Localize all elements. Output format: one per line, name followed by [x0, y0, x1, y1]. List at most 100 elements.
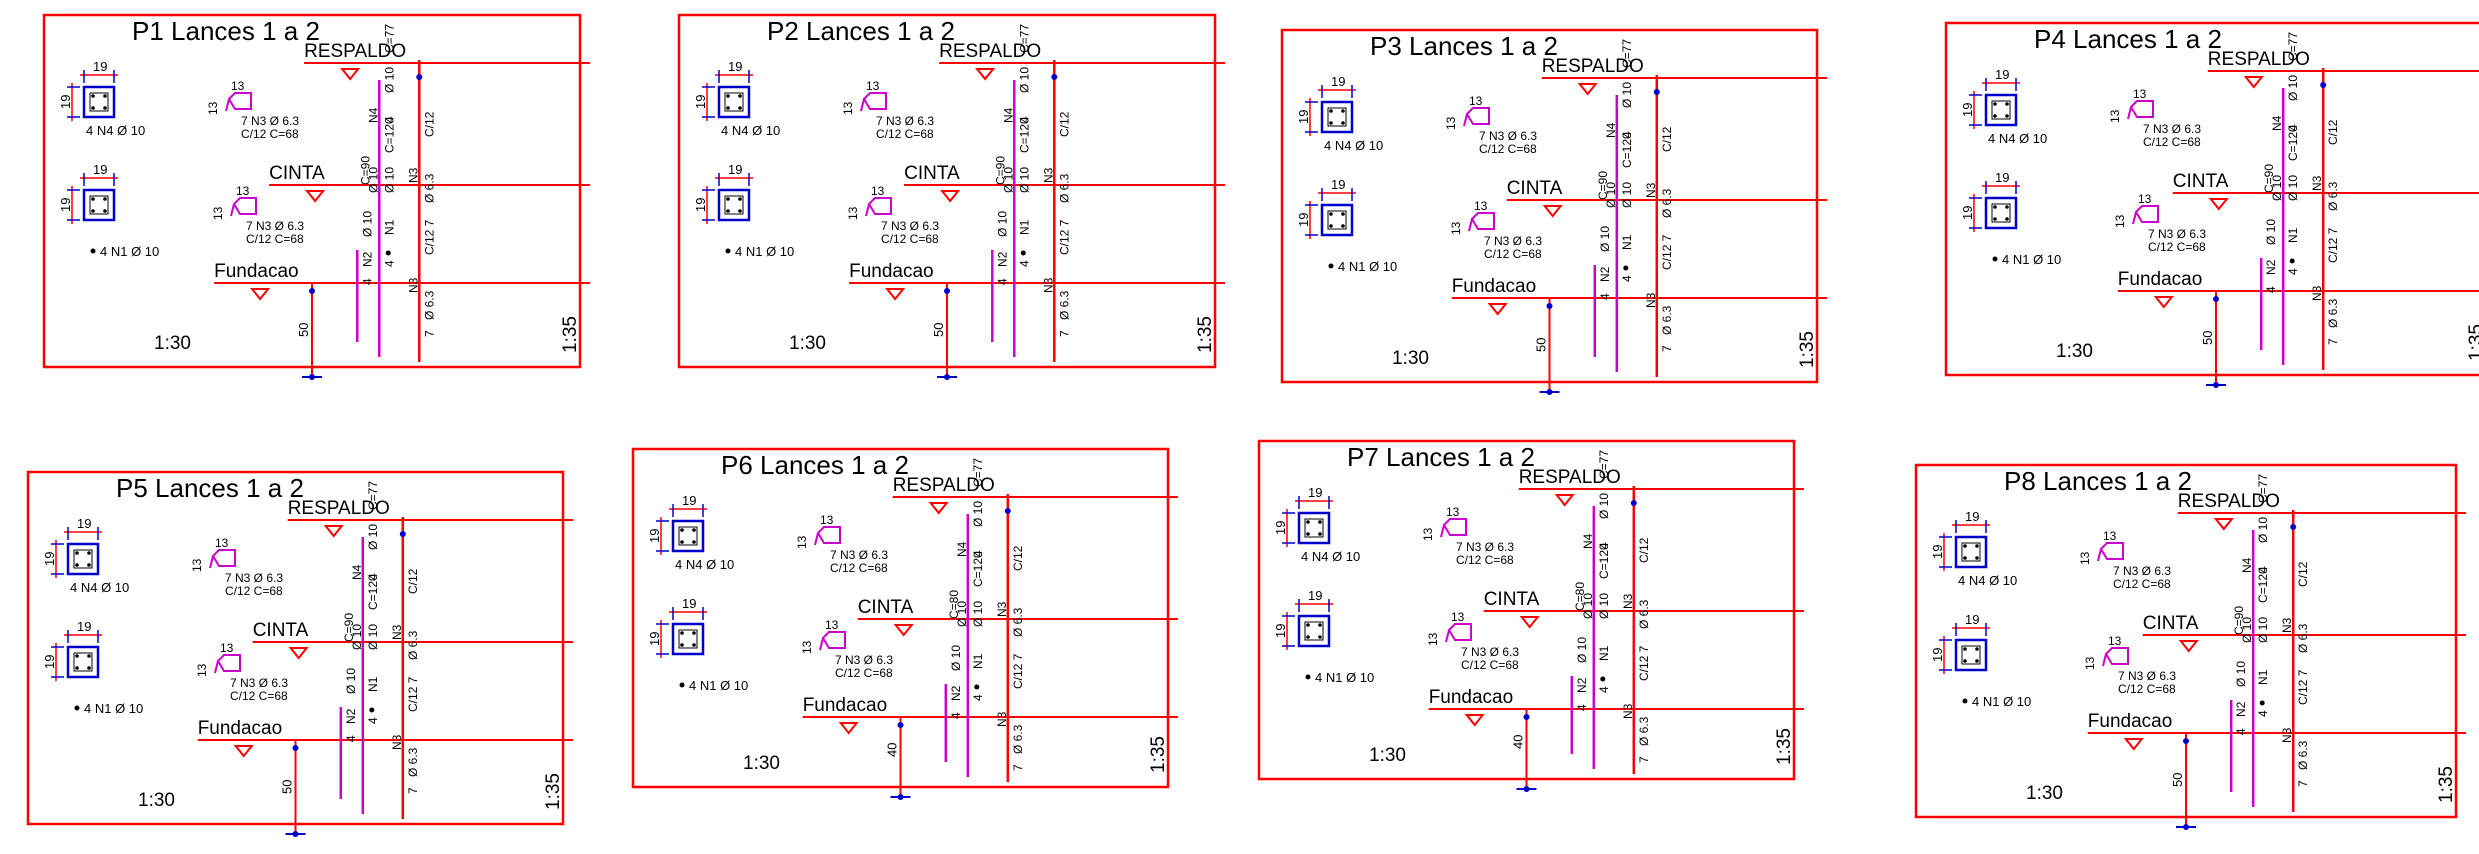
column-section-inner — [1304, 621, 1324, 641]
stirrup-spacing: C/12 C=68 — [2143, 135, 2201, 149]
rebar-dot — [1975, 544, 1979, 548]
phi63-label: Ø 6.3 — [1637, 599, 1651, 629]
fundacao-label: Fundacao — [1452, 276, 1537, 297]
four-label: 4 — [1597, 686, 1611, 693]
phi63-label: Ø 6.3 — [1637, 716, 1651, 746]
rebar-dot — [1329, 224, 1333, 228]
rebar-mark — [1623, 265, 1629, 271]
n3-label: N3 — [995, 711, 1009, 727]
stirrup-shape — [1445, 623, 1472, 643]
foundation-dot — [2213, 296, 2219, 302]
n1-bar-label: N1 — [366, 676, 380, 692]
fundacao-label: Fundacao — [849, 261, 934, 282]
seven-label: 7 — [406, 787, 420, 794]
phi63-label: Ø 6.3 — [422, 290, 436, 320]
stirrup-dim: 13 — [195, 663, 209, 677]
rebar-dot — [1963, 556, 1967, 560]
section-dim-left: 19 — [1930, 648, 1945, 662]
anchor-length: 50 — [296, 323, 311, 337]
column-section — [82, 85, 116, 119]
stirrup-dim: 13 — [2108, 634, 2122, 648]
four-label: 4 — [366, 717, 380, 724]
n2-label: N2 — [1598, 266, 1612, 282]
column-section — [82, 188, 116, 222]
rebar-dot — [1993, 114, 1997, 118]
section-dim-top: 19 — [682, 493, 696, 508]
rebar-dot — [2005, 114, 2009, 118]
phi10-label: Ø 10 — [1575, 637, 1589, 663]
n3-label: N3 — [1644, 182, 1658, 198]
stirrup-spacing: C/12 C=68 — [876, 127, 934, 141]
panel-title: P3 Lances 1 a 2 — [1370, 31, 1558, 61]
cinta-triangle — [2178, 640, 2199, 653]
c120-label: C=120 — [382, 117, 396, 153]
cinta-triangle — [940, 190, 961, 203]
foundation-dot — [944, 288, 950, 294]
fundacao-label: Fundacao — [803, 695, 888, 716]
rebar-dot — [1306, 635, 1310, 639]
rebar-dot — [1306, 532, 1310, 536]
panel-title: P7 Lances 1 a 2 — [1347, 442, 1535, 472]
phi10-label: Ø 10 — [1581, 593, 1595, 619]
scale-left: 1:30 — [2026, 783, 2063, 804]
foundation-dot — [309, 288, 315, 294]
phi10-label: Ø 10 — [1598, 226, 1612, 252]
respaldo-label: RESPALDO — [2208, 49, 2310, 70]
four-label: 4 — [949, 712, 963, 719]
rebar-dot — [91, 94, 95, 98]
stirrup-shape — [2132, 205, 2159, 225]
seven-label: 7 — [422, 330, 436, 337]
section-dim-top: 19 — [77, 516, 91, 531]
rebar-dot — [91, 209, 95, 213]
fundacao-triangle — [885, 288, 906, 301]
foundation-dot — [2183, 824, 2189, 830]
foundation-dot — [292, 831, 299, 837]
n3-label: N3 — [2310, 175, 2324, 191]
c120-label: C=120 — [2256, 567, 2270, 603]
n2-label: N2 — [344, 708, 358, 724]
seven-label: 7 — [2326, 338, 2340, 345]
cinta-label: CINTA — [904, 163, 960, 184]
scale-right: 1:35 — [1195, 316, 1216, 353]
respaldo-label: RESPALDO — [2178, 491, 2280, 512]
column-section — [66, 542, 100, 576]
respaldo-label: RESPALDO — [939, 41, 1041, 62]
stirrup-shape — [225, 92, 252, 112]
fundacao-triangle — [1487, 303, 1508, 316]
four-label: 4 — [971, 550, 985, 557]
stirrup-spec: 7 N3 Ø 6.3 — [2143, 122, 2201, 136]
phi10-label: Ø 10 — [2270, 175, 2284, 201]
column-section — [717, 85, 751, 119]
cinta-length: C=90 — [993, 156, 1007, 185]
four-label: 4 — [1017, 116, 1031, 123]
n3-label: N3 — [390, 734, 404, 750]
phi10-label: Ø 10 — [1597, 593, 1611, 619]
seven-label: 7 — [2296, 780, 2310, 787]
four-label: 4 — [1620, 131, 1634, 138]
n1-bar-label: N1 — [1597, 645, 1611, 661]
scale-right: 1:35 — [1797, 331, 1818, 368]
n2-label: N2 — [2234, 701, 2248, 717]
four-label: 4 — [2286, 124, 2300, 131]
panel-title: P6 Lances 1 a 2 — [721, 450, 909, 480]
section-dim-left: 19 — [1296, 213, 1311, 227]
n3-label: N3 — [1621, 703, 1635, 719]
n2-label: N2 — [949, 685, 963, 701]
anchor-length: 50 — [1534, 338, 1549, 352]
c77-label: C=77 — [2256, 474, 2270, 503]
fundacao-label: Fundacao — [1429, 687, 1514, 708]
rebar-dot — [75, 666, 79, 670]
phi10-label: Ø 10 — [995, 211, 1009, 237]
respaldo-label: RESPALDO — [893, 475, 995, 496]
respaldo-triangle — [2243, 76, 2264, 89]
anchor-length: 40 — [1511, 735, 1526, 749]
section-dim-top: 19 — [1965, 612, 1979, 627]
n1-label: 4 N1 Ø 10 — [689, 678, 748, 693]
anchor-length: 50 — [280, 780, 295, 794]
rebar-mark — [2289, 258, 2295, 264]
panel-title: P4 Lances 1 a 2 — [2034, 24, 2222, 54]
section-dim-left: 19 — [647, 529, 662, 543]
rebar-dot — [103, 94, 107, 98]
